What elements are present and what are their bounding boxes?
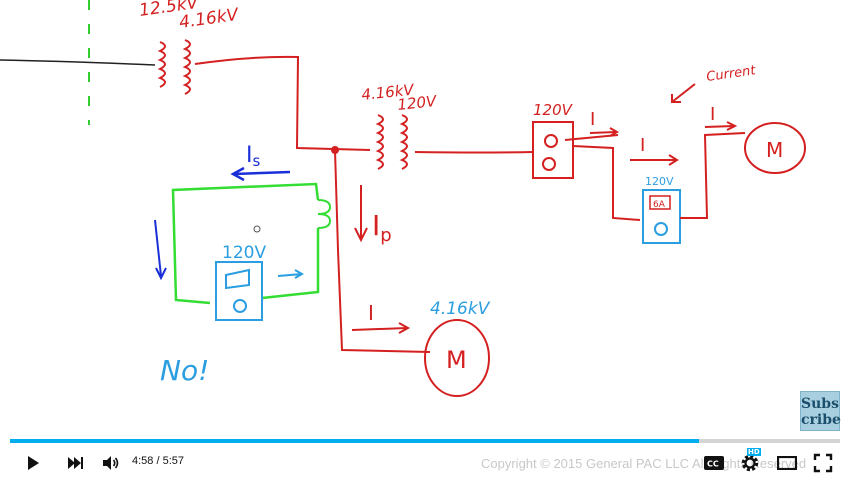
cc-icon: CC	[704, 456, 724, 470]
play-icon	[28, 456, 39, 470]
transformer-2-secondary-coil	[399, 114, 408, 170]
label-meter-voltage: 120V	[533, 101, 574, 119]
current-transformer-coil	[317, 199, 332, 229]
arrow-ip	[354, 185, 368, 243]
volume-icon	[103, 456, 119, 470]
arrow-i-bottom	[351, 322, 411, 334]
next-icon	[68, 457, 83, 469]
arrow-relay-flow	[277, 269, 305, 279]
hd-badge: HD	[747, 448, 761, 456]
settings-button[interactable]: HD	[737, 448, 763, 476]
transformer-2-primary-coil	[375, 114, 384, 170]
play-button[interactable]	[20, 450, 46, 476]
motor-right-circle	[744, 122, 806, 174]
mouse-cursor-icon	[253, 225, 261, 233]
volume-button[interactable]	[98, 450, 124, 476]
incoming-feed-line	[0, 59, 156, 66]
line-to-meter	[414, 151, 534, 154]
line-relay-to-motor	[680, 132, 746, 219]
relay-1-box	[215, 261, 263, 321]
svg-text:CC: CC	[707, 460, 719, 469]
label-relay2-voltage: 120V	[645, 175, 674, 188]
whiteboard-diagram: 12.5kV 4.16kV 4.16kV 120V 120V I I 6A 12…	[0, 0, 806, 397]
ct-secondary-loop	[171, 182, 320, 305]
relay-2-dial	[654, 222, 668, 236]
arrow-is	[230, 166, 291, 182]
arrow-i-top2	[630, 154, 679, 166]
theater-icon	[777, 456, 797, 470]
subscribe-label-1: Subs	[801, 396, 839, 412]
subscribe-label-2: cribe	[801, 412, 841, 428]
label-no: No!	[160, 354, 209, 387]
meter-box	[532, 121, 574, 179]
next-button[interactable]	[62, 450, 88, 476]
captions-button[interactable]: CC	[702, 450, 726, 476]
arrow-loop-flow	[154, 219, 167, 281]
label-i-top2: I	[640, 135, 645, 156]
label-is: Is	[246, 143, 261, 170]
label-xfmr2-primary: 4.16kV	[361, 80, 417, 104]
label-i-top1: I	[590, 109, 595, 130]
progress-bar[interactable]	[10, 439, 840, 443]
arrow-i-top3	[704, 121, 738, 131]
line-meter-to-motor	[564, 134, 619, 141]
copyright-text: Copyright © 2015 General PAC LLC All Rig…	[481, 456, 807, 471]
relay-2-box	[642, 189, 681, 244]
fullscreen-button[interactable]	[810, 450, 836, 476]
label-i-top3: I	[710, 104, 715, 125]
arrow-current-note	[671, 83, 696, 103]
label-motor-bottom: M	[446, 346, 467, 374]
label-motor-right: M	[766, 138, 783, 162]
label-relay-tag: 6A	[653, 200, 666, 210]
relay-1-flag	[225, 268, 250, 290]
gear-icon	[741, 454, 759, 472]
transformer-1-primary-coil	[157, 41, 166, 88]
meter-dial-bottom	[542, 157, 556, 171]
fullscreen-icon	[813, 453, 833, 473]
motor-bottom-circle	[424, 319, 490, 397]
meter-dial-top	[544, 134, 558, 148]
label-xfmr2-secondary: 120V	[397, 92, 439, 114]
secondary-bus-line	[194, 55, 371, 151]
label-ip: Ip	[372, 209, 392, 246]
label-current-note: Current	[705, 63, 757, 85]
player-controls: 4:58 / 5:57 Copyright © 2015 General PAC…	[0, 446, 850, 480]
subscribe-button[interactable]: Subs cribe	[800, 391, 841, 431]
branch-line-down	[334, 149, 431, 353]
arrow-i-top1	[589, 127, 620, 137]
time-display: 4:58 / 5:57	[132, 455, 184, 467]
progress-bar-fill	[10, 439, 699, 443]
line-meter-to-relay	[572, 145, 641, 221]
transformer-1-secondary-coil	[182, 39, 191, 95]
label-relay-voltage: 120V	[222, 243, 266, 263]
label-motor-bottom-kv: 4.16kV	[430, 299, 491, 319]
theater-mode-button[interactable]	[774, 450, 800, 476]
relay-1-dial	[233, 299, 247, 313]
label-i-bottom: I	[368, 301, 374, 325]
relay-2-tag-box	[649, 195, 671, 210]
